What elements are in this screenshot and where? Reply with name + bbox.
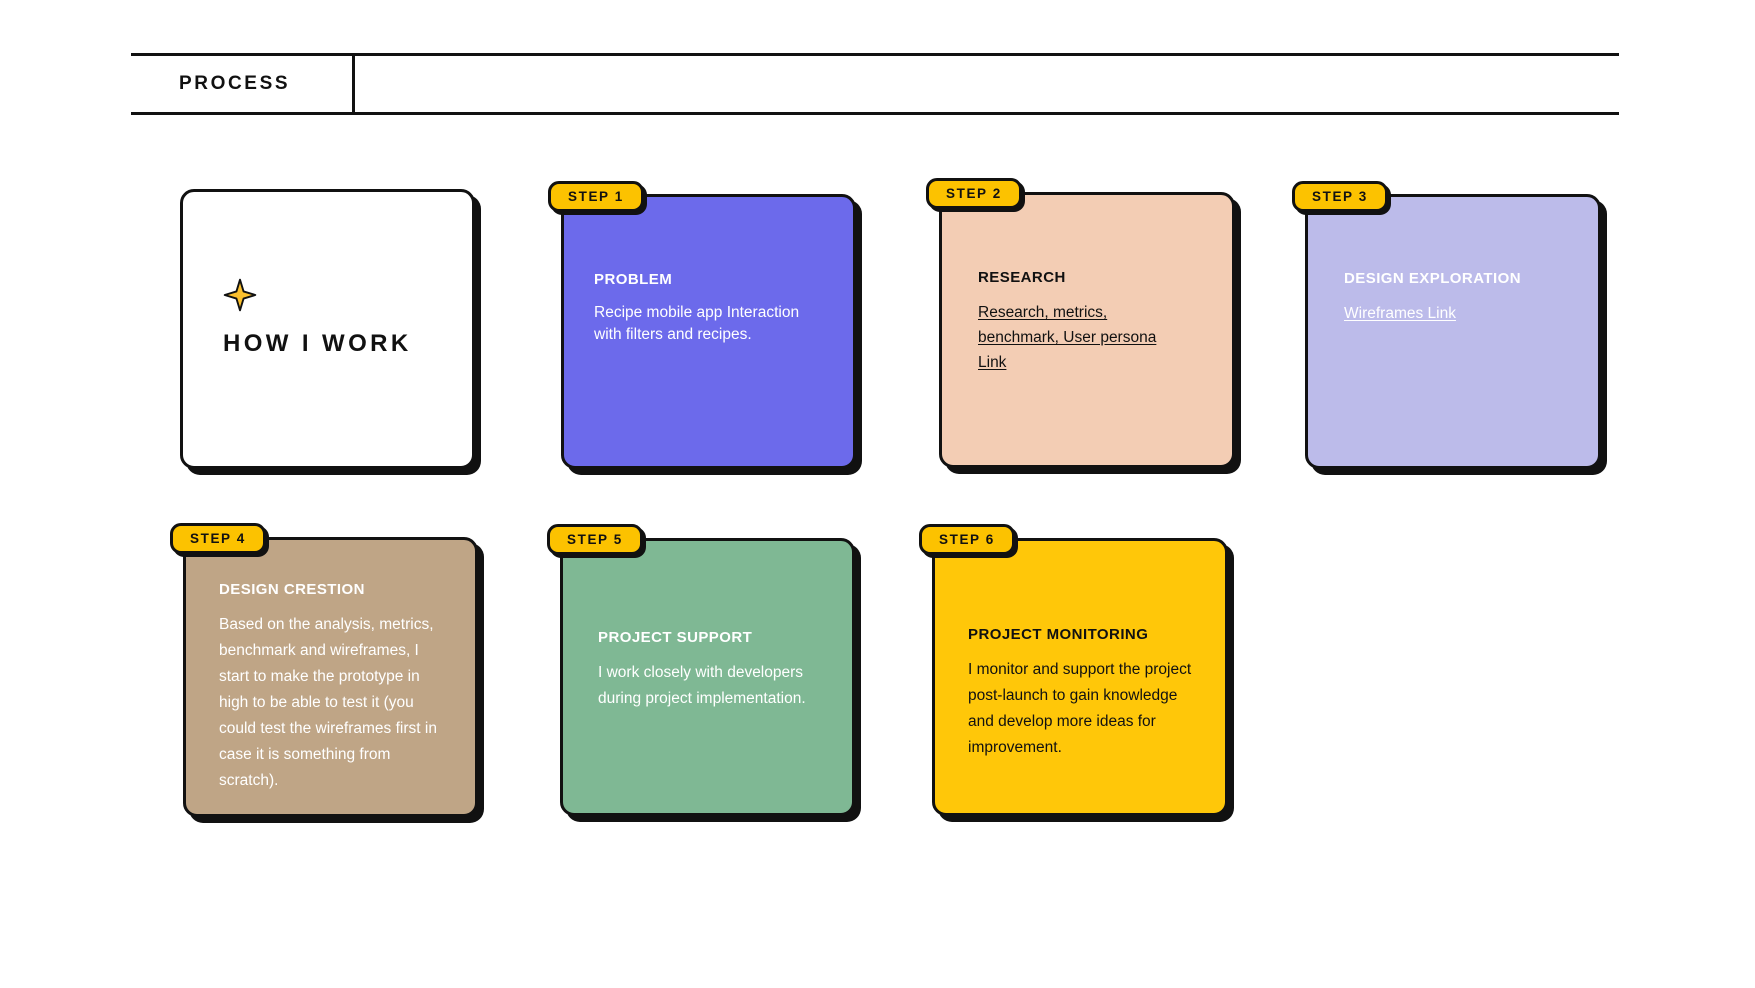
process-header-bar: PROCESS (131, 53, 1619, 115)
step-4-body: DESIGN CRESTION Based on the analysis, m… (186, 540, 475, 814)
step-5-heading: PROJECT SUPPORT (598, 629, 753, 646)
step-card-6: PROJECT MONITORING I monitor and support… (919, 524, 1228, 816)
step-6-badge-label: STEP 6 (939, 532, 995, 547)
step-3-link[interactable]: Wireframes Link (1344, 305, 1456, 322)
step-2-badge[interactable]: STEP 2 (926, 178, 1022, 209)
intro-card-inner: HOW I WORK (183, 192, 472, 466)
step-1-surface: PROBLEM Recipe mobile app Interaction wi… (561, 194, 856, 469)
step-3-surface: DESIGN EXPLORATION Wireframes Link (1305, 194, 1601, 469)
step-1-badge-label: STEP 1 (568, 189, 624, 204)
step-card-3: DESIGN EXPLORATION Wireframes Link STEP … (1292, 181, 1601, 469)
step-4-surface: DESIGN CRESTION Based on the analysis, m… (183, 537, 478, 817)
step-2-body: RESEARCH Research, metrics, benchmark, U… (942, 195, 1232, 465)
header-title-cell: PROCESS (131, 56, 355, 112)
step-1-heading: PROBLEM (594, 271, 673, 288)
step-2-badge-label: STEP 2 (946, 186, 1002, 201)
step-4-badge-label: STEP 4 (190, 531, 246, 546)
step-card-5: PROJECT SUPPORT I work closely with deve… (547, 524, 855, 816)
step-5-badge-label: STEP 5 (567, 532, 623, 547)
intro-card-surface: HOW I WORK (180, 189, 475, 469)
intro-title: HOW I WORK (223, 330, 412, 357)
step-6-heading: PROJECT MONITORING (968, 626, 1149, 643)
step-2-heading: RESEARCH (978, 269, 1066, 286)
intro-card-body: HOW I WORK (183, 192, 472, 358)
step-6-text: I monitor and support the project post-l… (968, 661, 1192, 756)
step-2-surface: RESEARCH Research, metrics, benchmark, U… (939, 192, 1235, 468)
step-5-body: PROJECT SUPPORT I work closely with deve… (563, 541, 852, 813)
step-2-link[interactable]: Research, metrics, benchmark, User perso… (978, 304, 1157, 371)
step-1-body: PROBLEM Recipe mobile app Interaction wi… (564, 197, 853, 466)
step-5-text: I work closely with developers during pr… (598, 664, 806, 707)
sparkle-star-icon (223, 278, 257, 312)
step-1-badge[interactable]: STEP 1 (548, 181, 644, 212)
page-title: PROCESS (179, 73, 291, 94)
step-6-badge[interactable]: STEP 6 (919, 524, 1015, 555)
step-1-text: Recipe mobile app Interaction with filte… (594, 304, 800, 343)
step-3-heading: DESIGN EXPLORATION (1344, 270, 1522, 287)
step-3-badge-label: STEP 3 (1312, 189, 1368, 204)
step-5-badge[interactable]: STEP 5 (547, 524, 643, 555)
step-4-badge[interactable]: STEP 4 (170, 523, 266, 554)
how-i-work-card: HOW I WORK (180, 189, 475, 469)
step-3-badge[interactable]: STEP 3 (1292, 181, 1388, 212)
step-4-text: Based on the analysis, metrics, benchmar… (219, 616, 437, 789)
step-6-surface: PROJECT MONITORING I monitor and support… (932, 538, 1228, 816)
step-card-1: PROBLEM Recipe mobile app Interaction wi… (548, 181, 856, 469)
step-5-surface: PROJECT SUPPORT I work closely with deve… (560, 538, 855, 816)
step-6-body: PROJECT MONITORING I monitor and support… (935, 541, 1225, 813)
step-card-2: RESEARCH Research, metrics, benchmark, U… (926, 178, 1235, 468)
step-4-heading: DESIGN CRESTION (219, 581, 365, 598)
step-3-body: DESIGN EXPLORATION Wireframes Link (1308, 197, 1598, 466)
header-empty-cell (355, 56, 1619, 112)
step-card-4: DESIGN CRESTION Based on the analysis, m… (170, 523, 478, 817)
